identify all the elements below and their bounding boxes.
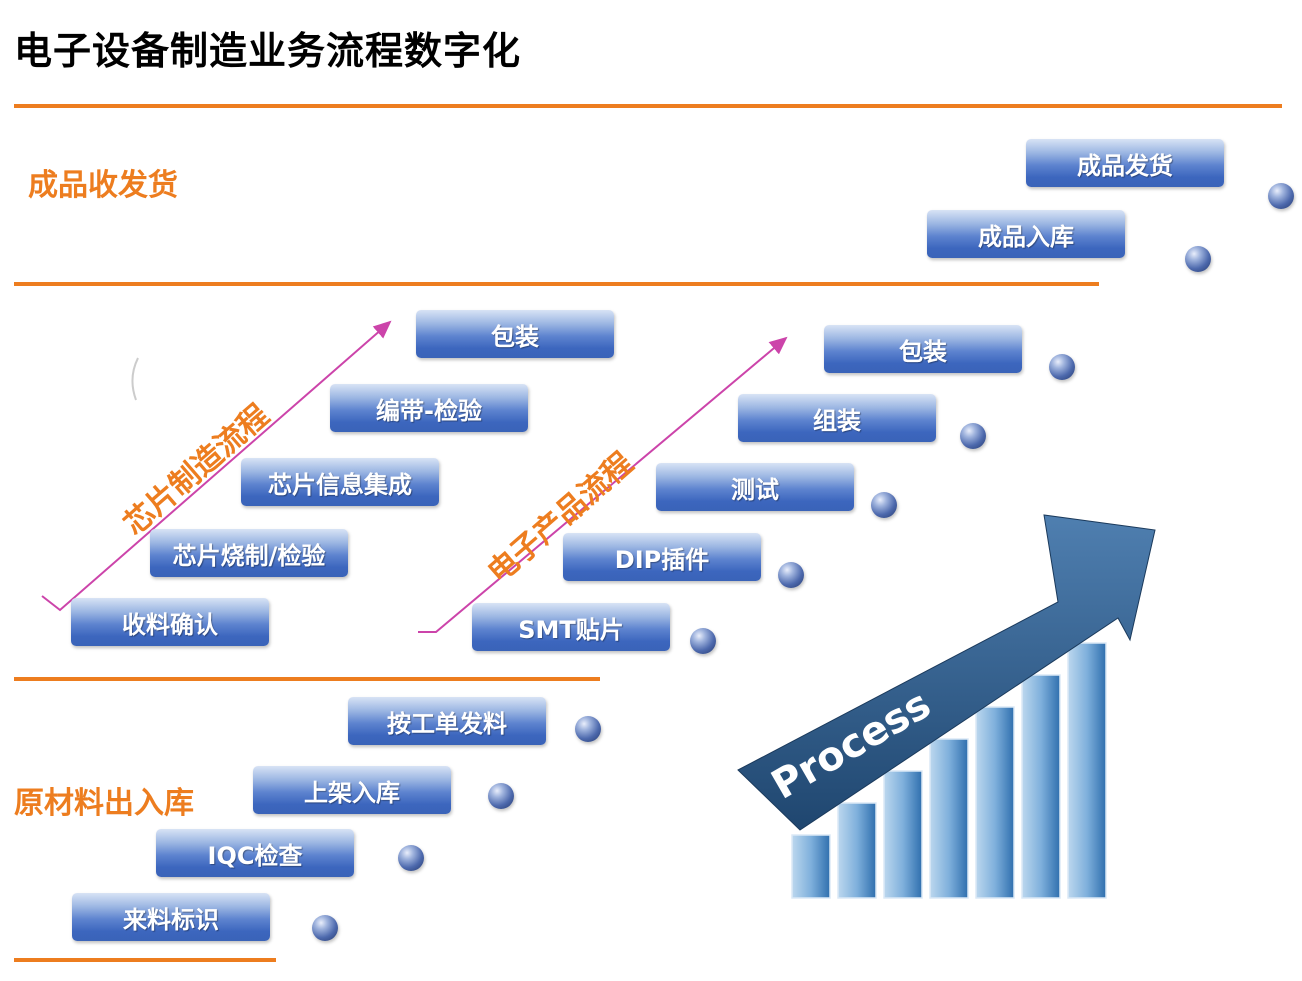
step-chip-receipt-confirm: 收料确认 — [71, 598, 269, 646]
step-chip-programming-inspection: 芯片烧制/检验 — [150, 529, 348, 577]
step-finished-ship: 成品发货 — [1026, 139, 1224, 187]
step-marker — [960, 423, 986, 449]
electronic-flow-arrow — [418, 336, 788, 633]
step-marker — [690, 628, 716, 654]
step-raw-iqc: IQC检查 — [156, 829, 354, 877]
decorative-bracket — [131, 357, 139, 401]
step-elec-assembly: 组装 — [738, 394, 936, 442]
step-raw-incoming-label: 来料标识 — [72, 893, 270, 941]
step-finished-stock-in: 成品入库 — [927, 210, 1125, 258]
step-marker — [488, 783, 514, 809]
process-bar — [837, 802, 877, 899]
chip-flow-arrow — [41, 320, 392, 612]
step-marker — [575, 716, 601, 742]
process-bar — [791, 834, 831, 899]
step-chip-taping-inspection: 编带-检验 — [330, 384, 528, 432]
step-marker — [1268, 183, 1294, 209]
page-title: 电子设备制造业务流程数字化 — [14, 29, 522, 73]
step-chip-info-integration: 芯片信息集成 — [241, 458, 439, 506]
step-elec-testing: 测试 — [656, 463, 854, 511]
divider-bottom — [14, 958, 276, 962]
section-finished-goods: 成品收发货 — [28, 168, 178, 203]
step-elec-dip: DIP插件 — [563, 533, 761, 581]
process-bar — [1067, 642, 1107, 899]
step-marker — [312, 915, 338, 941]
step-raw-issue-by-order: 按工单发料 — [348, 697, 546, 745]
divider-top — [14, 104, 1282, 108]
divider-finished-goods — [14, 282, 1099, 286]
divider-manufacturing — [14, 677, 600, 681]
process-arrow — [737, 514, 1156, 831]
process-bar — [1021, 674, 1061, 899]
process-bar — [883, 770, 923, 899]
section-raw-materials: 原材料出入库 — [14, 786, 194, 821]
step-marker — [871, 492, 897, 518]
step-marker — [1185, 246, 1211, 272]
step-elec-packaging: 包装 — [824, 325, 1022, 373]
process-bar — [929, 738, 969, 899]
step-elec-smt: SMT贴片 — [472, 603, 670, 651]
step-chip-packaging: 包装 — [416, 310, 614, 358]
step-marker — [778, 562, 804, 588]
step-raw-shelving: 上架入库 — [253, 766, 451, 814]
process-bar — [975, 706, 1015, 899]
step-marker — [398, 845, 424, 871]
step-marker — [1049, 354, 1075, 380]
